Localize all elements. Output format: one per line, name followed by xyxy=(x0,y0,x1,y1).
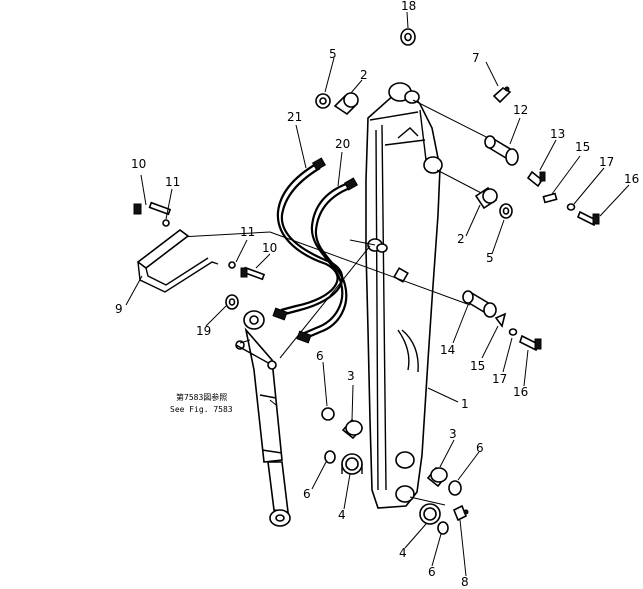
callout-10-lower: 10 xyxy=(262,241,277,255)
callout-3-left: 3 xyxy=(347,369,355,383)
hose-assembly xyxy=(272,157,359,344)
callout-17-lower: 17 xyxy=(492,372,507,386)
callout-5-middle: 5 xyxy=(486,251,494,265)
callout-5: 5 xyxy=(329,47,337,61)
bucket-cylinder xyxy=(235,310,291,527)
callout-2-middle: 2 xyxy=(457,232,465,246)
callout-6-upper: 6 xyxy=(316,349,324,363)
callout-10: 10 xyxy=(131,157,146,171)
callout-14: 14 xyxy=(440,343,455,357)
callout-6-left: 6 xyxy=(303,487,311,501)
callout-13: 13 xyxy=(550,127,565,141)
arm-body xyxy=(365,82,443,509)
hose-guard xyxy=(133,201,266,310)
callout-16: 16 xyxy=(624,172,639,186)
callout-numbers: 18 7 5 2 12 13 15 17 16 21 20 10 11 11 1… xyxy=(115,0,639,589)
callout-8: 8 xyxy=(461,575,469,589)
callout-1: 1 xyxy=(461,397,469,411)
callout-4-left: 4 xyxy=(338,508,346,522)
callout-11-lower: 11 xyxy=(240,225,255,239)
callout-11: 11 xyxy=(165,175,180,189)
callout-2: 2 xyxy=(360,68,368,82)
callout-4-right: 4 xyxy=(399,546,407,560)
callout-21: 21 xyxy=(287,110,302,124)
reference-note-en: See Fig. 7583 xyxy=(170,405,233,414)
leader-lines xyxy=(125,11,630,577)
callout-3-right: 3 xyxy=(449,427,457,441)
callout-6-right: 6 xyxy=(476,441,484,455)
callout-6-bottom: 6 xyxy=(428,565,436,579)
callout-12: 12 xyxy=(513,103,528,117)
reference-note-jp: 第7583図参照 xyxy=(176,392,227,402)
callout-18: 18 xyxy=(401,0,416,13)
callout-15: 15 xyxy=(575,140,590,154)
callout-17: 17 xyxy=(599,155,614,169)
callout-15-lower: 15 xyxy=(470,359,485,373)
small-parts xyxy=(315,28,600,535)
callout-19: 19 xyxy=(196,324,211,338)
callout-16-lower: 16 xyxy=(513,385,528,399)
callout-7: 7 xyxy=(472,51,480,65)
callout-9: 9 xyxy=(115,302,123,316)
callout-20: 20 xyxy=(335,137,350,151)
